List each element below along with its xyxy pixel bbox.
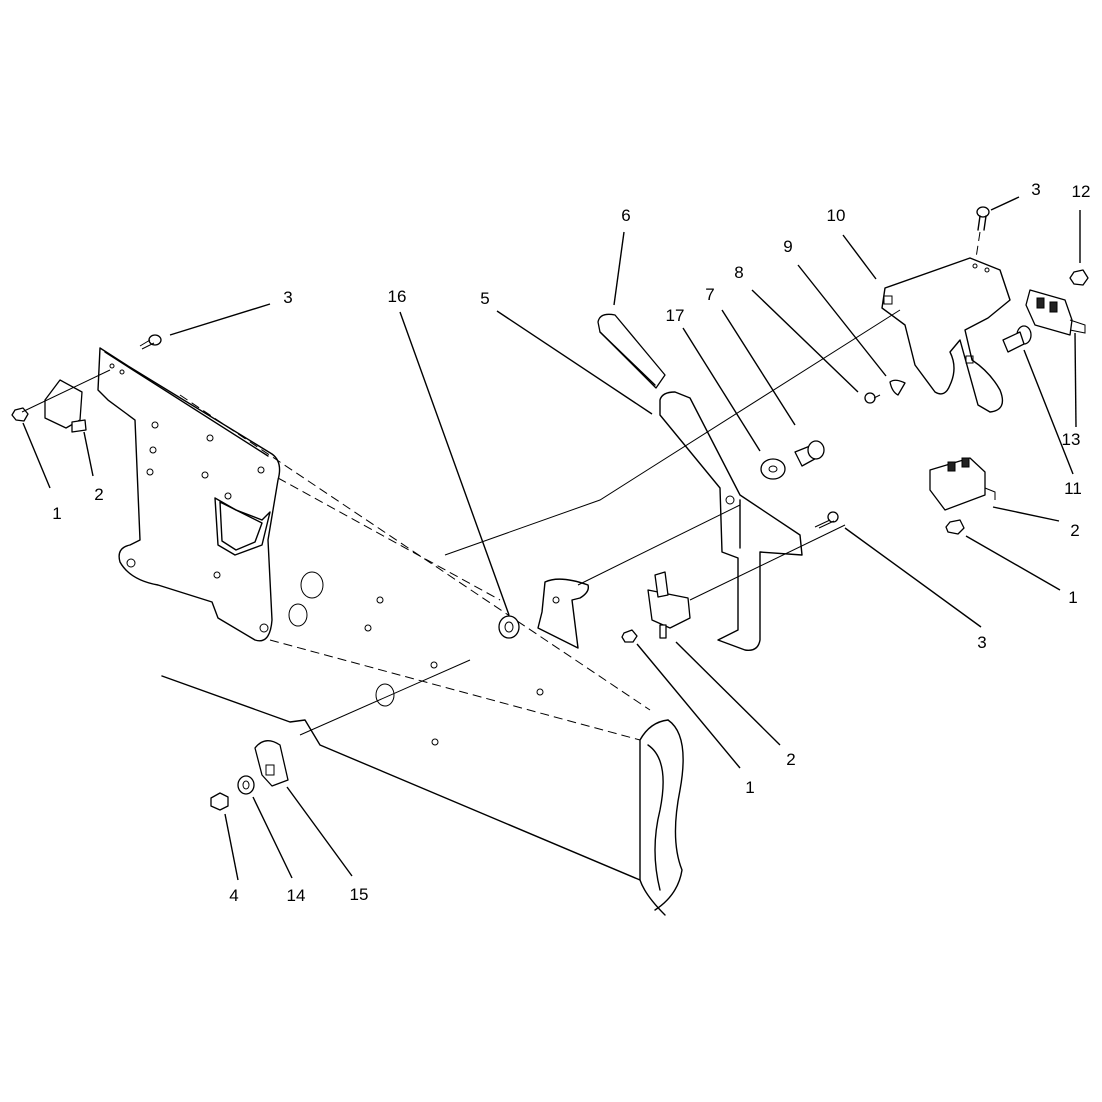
callout-6: 6 [621,206,630,225]
switch-2-center [647,571,691,639]
callout-16: 16 [388,287,407,306]
callout-15: 15 [350,885,369,904]
callout-4: 4 [229,886,238,905]
callout-5: 5 [480,289,489,308]
bolt-11 [1002,325,1032,353]
screw-3-right [814,511,839,529]
callout-1-left: 1 [52,504,61,523]
screw-3-top [975,206,990,259]
callout-12: 12 [1072,182,1091,201]
callout-10: 10 [827,206,846,225]
leader-lines [22,196,1081,881]
assembly-axes [21,309,901,736]
callout-2-left: 2 [94,485,103,504]
callout-11: 11 [1064,479,1082,498]
frame-outline [161,394,684,916]
cable-clamp-15 [254,740,289,787]
callout-1-center: 1 [745,778,754,797]
screw-3-left [139,334,162,350]
callout-14: 14 [287,886,306,905]
left-mounting-plate [97,347,281,642]
center-bracket [537,578,590,649]
washer-17 [760,458,786,480]
screw-8 [864,392,881,404]
callout-7: 7 [705,285,714,304]
brake-lever [659,391,803,651]
callout-8: 8 [734,263,743,282]
callout-9: 9 [783,237,792,256]
bushing-16 [498,615,520,639]
callout-17: 17 [666,306,685,325]
nut-1-center [621,629,638,643]
callout-3-left: 3 [283,288,292,307]
clip-9 [889,379,906,396]
washer-14 [237,775,255,795]
shoulder-bolt-7 [794,440,825,467]
callout-2-right: 2 [1070,521,1079,540]
callout-1-right: 1 [1068,588,1077,607]
callout-labels: 1 2 3 16 5 6 17 7 8 9 10 3 12 13 11 2 1 … [52,180,1090,905]
callout-13: 13 [1062,430,1081,449]
callout-3-top: 3 [1031,180,1040,199]
nut-12 [1069,269,1089,286]
lever-grip [597,313,666,389]
callout-2-center: 2 [786,750,795,769]
callout-3-right: 3 [977,633,986,652]
nut-4 [210,792,229,811]
switch-bracket-10 [881,257,1011,413]
switch-2-left [44,379,87,433]
nut-1-right [945,519,965,535]
switch-2-right [929,457,996,511]
switch-13 [1025,289,1086,336]
